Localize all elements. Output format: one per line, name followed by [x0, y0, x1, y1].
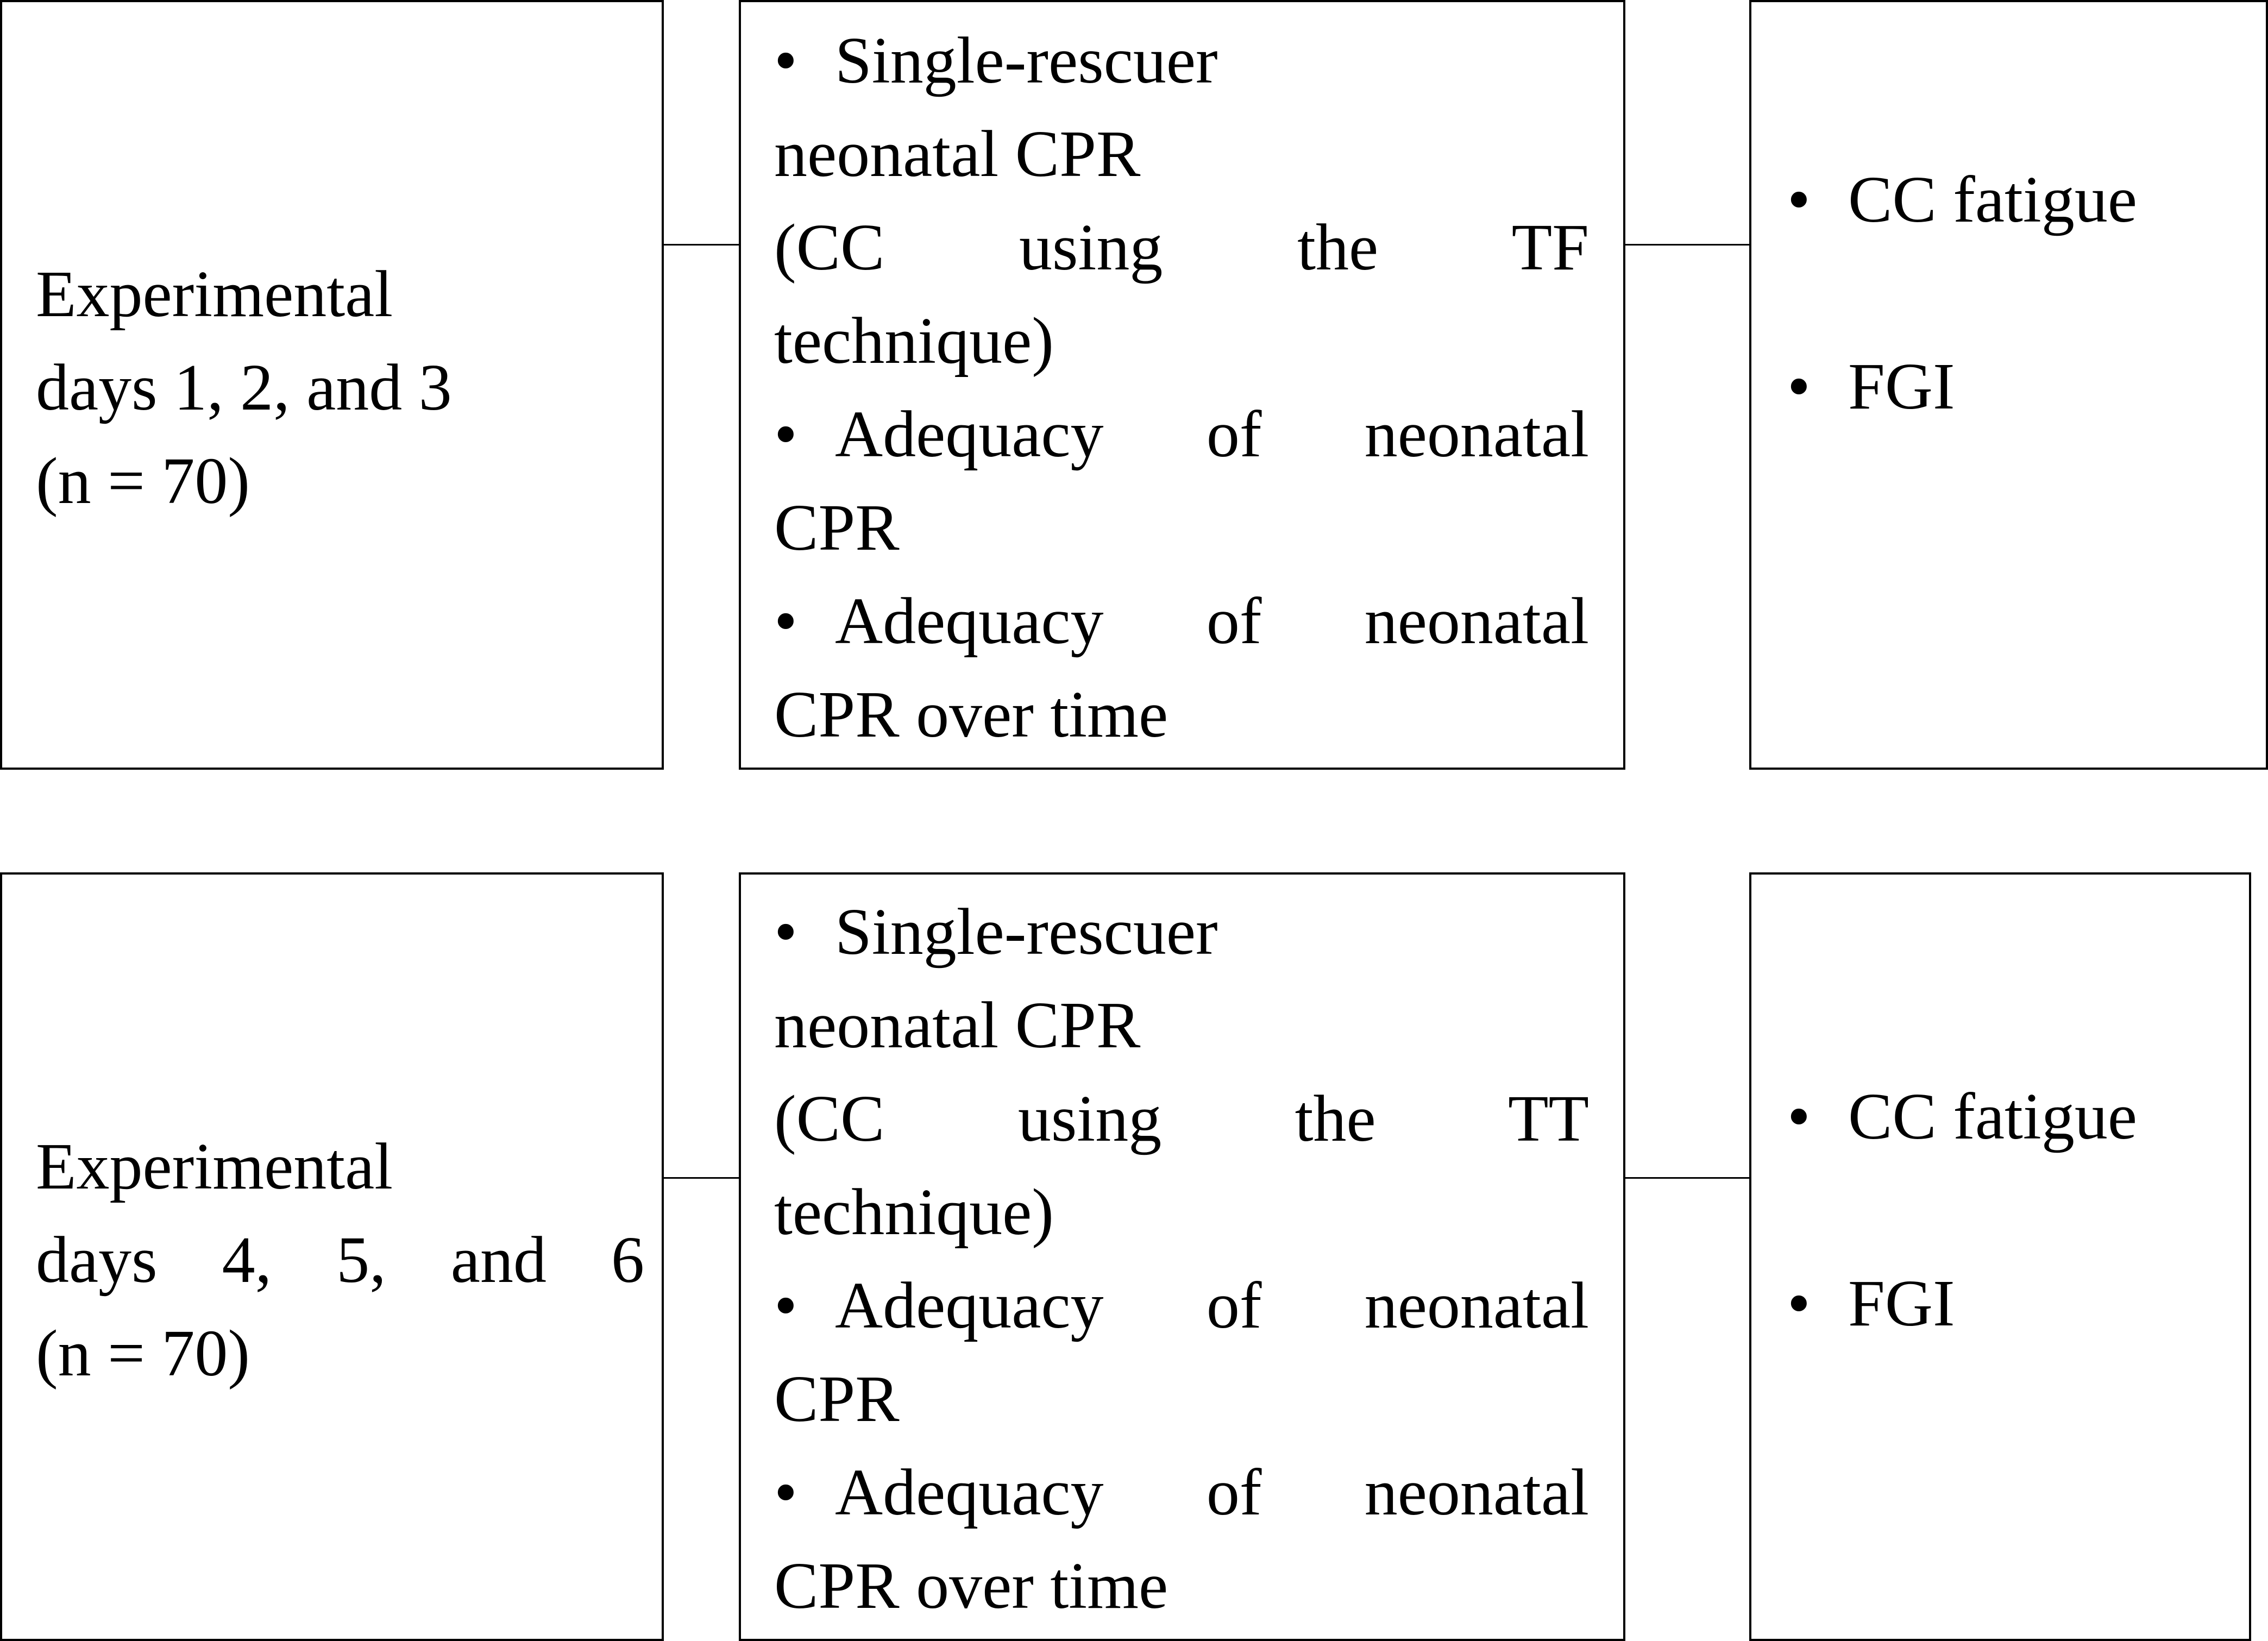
row2-measure-3-line-1: •Adequacy of neonatal — [774, 1446, 1589, 1539]
row2-group-line-1: Experimental — [36, 1130, 393, 1203]
row2-group-line-2: days 4, 5, and 6 — [36, 1223, 644, 1297]
row1-measure-1-line-1: •Single-rescuer — [774, 14, 1589, 108]
bullet-icon: • — [774, 1269, 797, 1342]
box-row1-measures — [739, 0, 1625, 770]
box-row1-group — [0, 0, 664, 770]
row1-measure-2-line-2: CPR — [774, 491, 900, 564]
bullet-icon: • — [774, 1456, 797, 1529]
bullet-icon: • — [774, 895, 797, 969]
row2-group-line-3: (n = 70) — [36, 1317, 250, 1390]
bullet-icon: • — [1787, 163, 1811, 236]
row1-measure-3-line-2: CPR over time — [774, 678, 1168, 751]
row1-measures-list: •Single-rescuer neonatal CPR (CC using t… — [774, 14, 1589, 762]
row1-measure-1-line-2: neonatal CPR — [774, 117, 1141, 191]
bullet-icon: • — [1787, 1080, 1811, 1153]
row2-outcome-2: •FGI — [1787, 1257, 2249, 1350]
row2-measures-list: •Single-rescuer neonatal CPR (CC using t… — [774, 885, 1589, 1633]
row2-measure-2-line-1: •Adequacy of neonatal — [774, 1259, 1589, 1353]
bullet-icon: • — [774, 584, 797, 658]
row1-measure-1-line-3: (CC using the TF — [774, 211, 1589, 284]
row1-outcome-1: •CC fatigue — [1787, 153, 2249, 247]
row2-measure-1-line-4: technique) — [774, 1175, 1054, 1249]
row2-measure-1-line-3: (CC using the TT — [774, 1082, 1589, 1155]
row1-outcome-2: •FGI — [1787, 340, 2249, 433]
box-row1-outcomes — [1749, 0, 2268, 770]
connector-row1-left — [664, 244, 739, 246]
row1-measure-1-line-4: technique) — [774, 304, 1054, 378]
row2-measure-3-line-2: CPR over time — [774, 1549, 1168, 1623]
row2-measure-1-line-2: neonatal CPR — [774, 989, 1141, 1062]
box-row2-outcomes — [1749, 872, 2251, 1641]
row1-group-line-2: days 1, 2, and 3 — [36, 351, 452, 424]
connector-row2-right — [1625, 1177, 1749, 1179]
row1-outcomes-list: •CC fatigue •FGI — [1787, 153, 2249, 433]
box-row2-group — [0, 872, 664, 1641]
row2-measure-2-line-2: CPR — [774, 1362, 900, 1436]
row2-outcomes-list: •CC fatigue •FGI — [1787, 1070, 2249, 1350]
row2-outcome-1: •CC fatigue — [1787, 1070, 2249, 1164]
row1-measure-2-line-1: •Adequacy of neonatal — [774, 388, 1589, 481]
bullet-icon: • — [1787, 1267, 1811, 1340]
row1-group-line-1: Experimental — [36, 257, 393, 331]
connector-row1-right — [1625, 244, 1749, 246]
row1-group-line-3: (n = 70) — [36, 444, 250, 518]
row1-group-label: Experimental days 1, 2, and 3 (n = 70) — [36, 248, 644, 528]
bullet-icon: • — [1787, 350, 1811, 423]
row1-measure-3-line-1: •Adequacy of neonatal — [774, 575, 1589, 668]
bullet-icon: • — [774, 398, 797, 471]
row2-group-label: Experimental days 4, 5, and 6 (n = 70) — [36, 1120, 644, 1400]
box-row2-measures — [739, 872, 1625, 1641]
connector-row2-left — [664, 1177, 739, 1179]
row2-measure-1-line-1: •Single-rescuer — [774, 885, 1589, 979]
bullet-icon: • — [774, 24, 797, 97]
